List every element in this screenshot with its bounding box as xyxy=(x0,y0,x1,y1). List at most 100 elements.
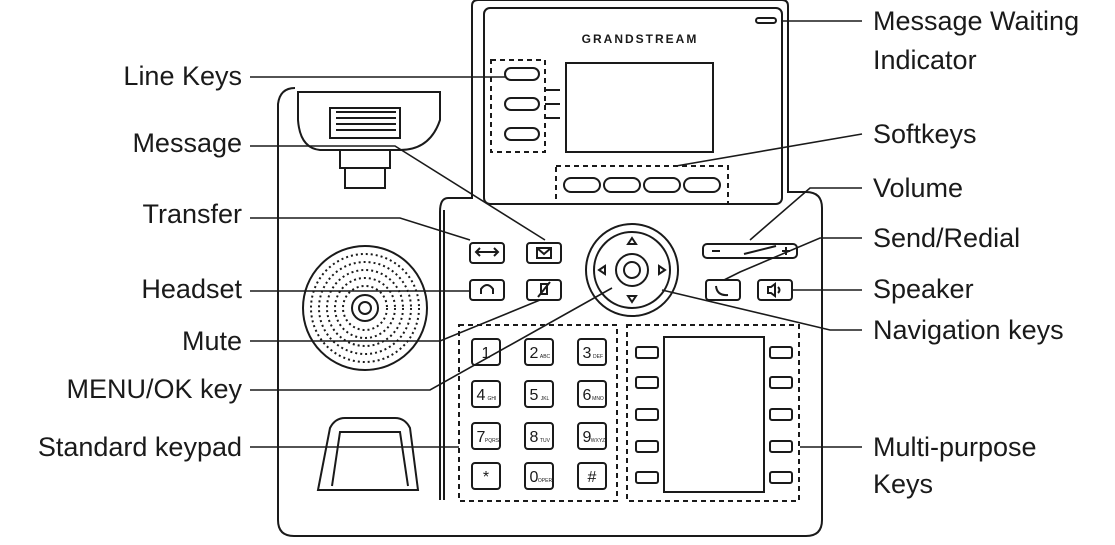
volume-icon xyxy=(712,245,790,255)
keypad-digit: 5 xyxy=(530,387,539,404)
keypad-digit: 8 xyxy=(530,429,539,446)
keypad-digit: * xyxy=(483,469,489,486)
transfer-icon xyxy=(474,247,500,257)
label-mute: Mute xyxy=(181,326,242,356)
label-standard-keypad: Standard keypad xyxy=(37,432,242,462)
multi-purpose-key-right-3[interactable] xyxy=(769,408,793,421)
mute-icon xyxy=(537,281,551,298)
multi-purpose-display xyxy=(663,336,765,493)
send-redial-key[interactable] xyxy=(705,279,741,301)
softkeys-group xyxy=(555,165,729,205)
multi-purpose-key-left-5[interactable] xyxy=(635,471,659,484)
mute-key[interactable] xyxy=(526,279,562,301)
multi-purpose-key-left-1[interactable] xyxy=(635,346,659,359)
label-multi-purpose-line1: Multi-purpose xyxy=(873,432,1037,462)
speaker-grille-center xyxy=(351,294,379,322)
label-message: Message xyxy=(132,128,242,158)
nav-right-arrow-icon[interactable] xyxy=(658,264,667,276)
label-message-waiting-line2: Indicator xyxy=(873,45,977,75)
keypad-digit: 2 xyxy=(530,345,539,362)
keypad-digit: 1 xyxy=(482,345,491,362)
lcd-screen xyxy=(565,62,714,153)
line-key-2[interactable] xyxy=(504,97,540,111)
keypad-key-hash[interactable]: # xyxy=(577,462,607,490)
phone-body-outline xyxy=(277,0,823,537)
multi-purpose-key-right-1[interactable] xyxy=(769,346,793,359)
label-navigation-keys: Navigation keys xyxy=(873,315,1064,345)
envelope-icon xyxy=(536,247,552,259)
speaker-grille xyxy=(302,245,428,371)
handset-cradle xyxy=(297,91,441,151)
speaker-grille-ring-1 xyxy=(310,253,420,363)
multi-purpose-keys xyxy=(635,346,793,484)
multi-purpose-key-right-2[interactable] xyxy=(769,376,793,389)
multi-purpose-key-right-5[interactable] xyxy=(769,471,793,484)
leader-lines xyxy=(250,20,863,448)
volume-bar[interactable] xyxy=(702,243,798,259)
multi-purpose-key-right-4[interactable] xyxy=(769,440,793,453)
label-multi-purpose-line2: Keys xyxy=(873,469,934,499)
line-key-3[interactable] xyxy=(504,127,540,141)
keypad-key-1[interactable]: 1 xyxy=(471,338,501,366)
label-softkeys: Softkeys xyxy=(873,119,977,149)
line-key-1[interactable] xyxy=(504,67,540,81)
nav-down-arrow-icon[interactable] xyxy=(626,295,638,304)
softkey-1[interactable] xyxy=(563,177,601,193)
hookswitch-ridges xyxy=(336,111,396,131)
stand-foot xyxy=(316,417,420,491)
transfer-key[interactable] xyxy=(469,242,505,264)
keypad-letters: ABC xyxy=(540,354,551,360)
keypad-key-star[interactable]: * xyxy=(471,462,501,490)
keypad-key-frame xyxy=(524,380,554,408)
line-keys-group xyxy=(490,59,546,153)
brand-logo: GRANDSTREAM xyxy=(582,32,699,46)
keypad-letters: PQRS xyxy=(485,438,500,444)
label-send-redial: Send/Redial xyxy=(873,223,1021,253)
softkey-3[interactable] xyxy=(643,177,681,193)
keypad-digit: 4 xyxy=(477,387,486,404)
message-waiting-indicator xyxy=(755,17,777,24)
softkey-4[interactable] xyxy=(683,177,721,193)
keypad-group xyxy=(458,324,618,502)
multi-purpose-group xyxy=(626,324,800,502)
keypad-key-frame xyxy=(577,380,607,408)
multi-purpose-key-left-4[interactable] xyxy=(635,440,659,453)
label-line-keys: Line Keys xyxy=(123,61,242,91)
keypad-key-frame xyxy=(577,462,607,490)
keypad-digit: # xyxy=(588,469,597,486)
menu-ok-key[interactable] xyxy=(615,253,649,287)
keypad-digit: 3 xyxy=(583,345,592,362)
multi-purpose-key-left-2[interactable] xyxy=(635,376,659,389)
message-key[interactable] xyxy=(526,242,562,264)
softkey-2[interactable] xyxy=(603,177,641,193)
label-menu-ok-key: MENU/OK key xyxy=(66,374,242,404)
headset-key[interactable] xyxy=(469,279,505,301)
speaker-grille-ring-3 xyxy=(326,269,404,347)
keypad-letters: JKL xyxy=(541,396,550,402)
keypad-digit: 0 xyxy=(530,469,539,486)
nav-left-arrow-icon[interactable] xyxy=(597,264,606,276)
keypad-key-frame xyxy=(471,462,501,490)
navigation-ring[interactable] xyxy=(585,223,679,317)
nav-up-arrow-icon[interactable] xyxy=(626,236,638,245)
speaker-grille-core xyxy=(358,301,372,315)
keypad-digit: 6 xyxy=(583,387,592,404)
keypad-digit: 7 xyxy=(477,429,486,446)
label-transfer: Transfer xyxy=(142,199,242,229)
multi-purpose-key-left-3[interactable] xyxy=(635,408,659,421)
keypad-letters: TUV xyxy=(540,438,551,444)
phone-handset-icon xyxy=(715,285,729,297)
keypad-key-frame xyxy=(471,338,501,366)
speaker-grille-ring-5 xyxy=(342,285,388,331)
